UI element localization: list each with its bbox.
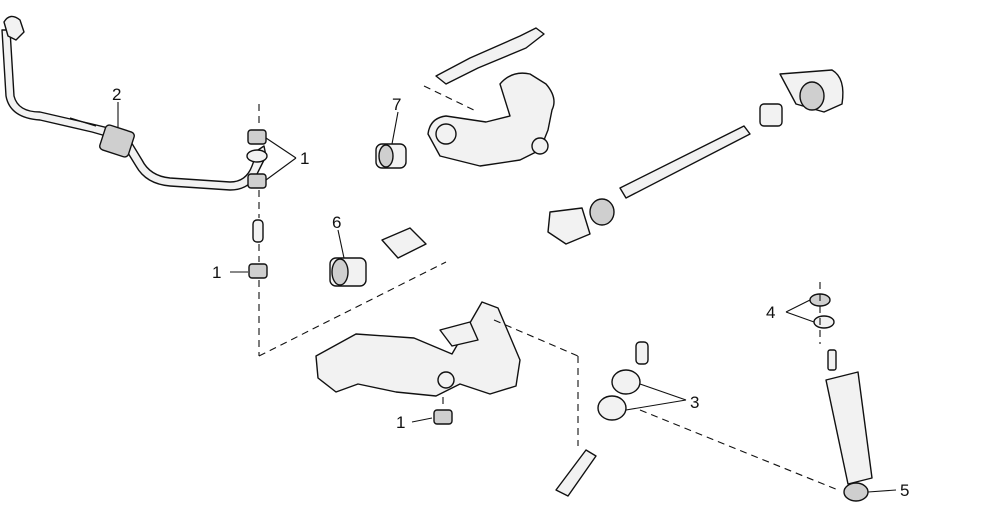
leader-lines — [117, 102, 897, 493]
callout-1-left: 1 — [212, 263, 221, 282]
bushing-lower-mount — [433, 392, 453, 425]
front-crossmember — [315, 301, 521, 397]
upper-control-arm — [423, 27, 555, 167]
callout-5: 5 — [900, 481, 909, 500]
callout-2: 2 — [112, 85, 121, 104]
callout-1-bottom: 1 — [396, 413, 405, 432]
stabilizer-bar — [1, 15, 267, 191]
callout-6: 6 — [332, 213, 341, 232]
bushing-lower — [329, 227, 427, 287]
callout-7: 7 — [392, 95, 401, 114]
torsion-bar-assembly — [547, 69, 844, 245]
callout-1-top: 1 — [300, 149, 309, 168]
bushing-upper — [375, 143, 407, 169]
strut-rod-assembly — [493, 319, 839, 497]
callout-4: 4 — [766, 303, 775, 322]
shock-absorber — [809, 282, 873, 502]
stabilizer-link-hardware — [246, 104, 447, 357]
callout-3: 3 — [690, 393, 699, 412]
